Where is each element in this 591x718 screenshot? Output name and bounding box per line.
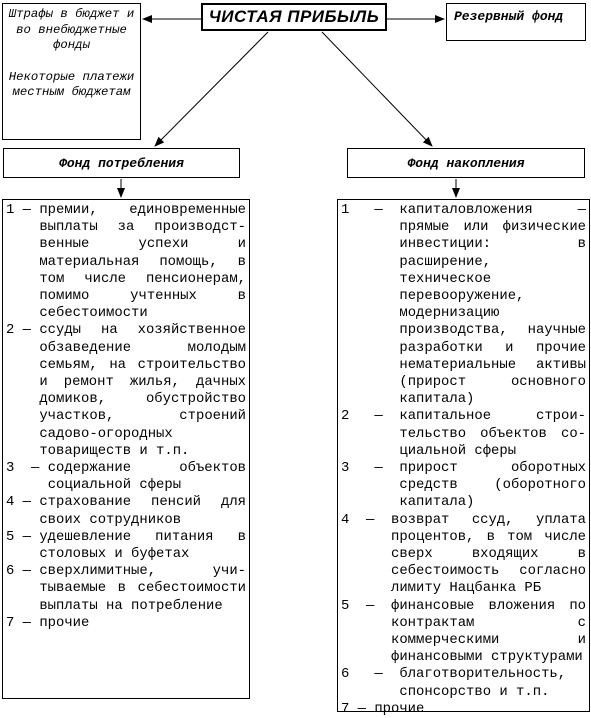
list-item: 3 — прирост оборотных средств (оборотног…	[341, 460, 586, 512]
list-item: 1 — капиталовложения — прямые или физиче…	[341, 202, 586, 408]
accumulation-fund-list: 1 — капиталовложения — прямые или физиче…	[337, 199, 590, 717]
accumulation-fund-label: Фонд накопления	[407, 155, 525, 171]
item-number: 2 —	[341, 408, 400, 425]
item-text: сверхлимитные, учи-тываемые в себестоимо…	[39, 563, 246, 614]
item-text: премии, единовременные выплаты за произв…	[39, 202, 246, 322]
list-item: 2 — ссуды на хозяйственное обзаведение м…	[6, 322, 246, 460]
net-profit-title: ЧИСТАЯ ПРИБЫЛЬ	[208, 7, 380, 26]
consumption-fund-list: 1 — премии, единовременные выплаты за пр…	[2, 199, 250, 699]
item-text: страхование пенсий для своих сотрудников	[39, 494, 246, 528]
list-item: 7 — прочие	[6, 615, 246, 632]
arrow-to-accumulation	[321, 31, 433, 147]
item-number: 5 —	[6, 528, 40, 545]
item-number: 3 —	[341, 460, 400, 477]
item-number: 1 —	[341, 202, 400, 218]
item-number: 4 —	[6, 494, 40, 511]
list-item: 4 — возврат ссуд, уплата процентов, в то…	[341, 512, 586, 598]
item-text: содержание объектов социальной сферы	[47, 460, 246, 494]
item-text: прирост оборотных средств (оборотного ка…	[399, 460, 586, 511]
item-text: капиталовложения — прямые или физические…	[399, 202, 586, 408]
list-item: 3 — содержание объектов социальной сферы	[6, 460, 246, 494]
fines-text: Штрафы в бюджет и во внебюджетные фонды	[8, 7, 135, 52]
item-text: возврат ссуд, уплата процентов, в том чи…	[391, 511, 586, 597]
list-item: 6 — благотворительность, спонсорство и т…	[341, 666, 586, 700]
fines-box: Штрафы в бюджет и во внебюджетные фонды …	[2, 3, 141, 140]
item-text: благотворительность, спонсорство и т.п.	[399, 666, 567, 700]
item-number: 6 —	[6, 563, 40, 580]
reserve-fund-box: Резервный фонд	[446, 3, 586, 41]
item-number: 7 —	[6, 614, 40, 631]
list-item: 4 — страхование пенсий для своих сотрудн…	[6, 494, 246, 528]
list-item: 6 — сверхлимитные, учи-тываемые в себест…	[6, 563, 246, 615]
list-item: 1 — премии, единовременные выплаты за пр…	[6, 202, 246, 322]
item-text: капитальное строи-тельство объектов со-ц…	[399, 408, 586, 459]
list-item: 5 — удешевление питания в столовых и буф…	[6, 529, 246, 563]
consumption-fund-header: Фонд потребления	[3, 148, 240, 178]
item-number: 4 —	[341, 511, 392, 528]
item-number: 6 —	[341, 666, 400, 683]
list-item: 5 — финансовые вложения по контрактам с …	[341, 598, 586, 667]
local-budget-payments-text: Некоторые платежи местным бюджетам	[8, 69, 135, 100]
list-item: 2 — капитальное строи-тельство объектов …	[341, 408, 586, 460]
reserve-fund-label: Резервный фонд	[454, 9, 564, 24]
item-number: 7 —	[341, 700, 375, 717]
net-profit-box: ЧИСТАЯ ПРИБЫЛЬ	[201, 3, 387, 31]
list-item: 7 — прочие	[341, 701, 586, 718]
item-number: 1 —	[6, 202, 40, 218]
item-text: ссуды на хозяйственное обзаведение молод…	[39, 322, 246, 459]
item-text: финансовые вложения по контрактам с комм…	[391, 597, 586, 666]
item-text: прочие	[374, 700, 425, 717]
item-number: 2 —	[6, 322, 40, 339]
item-text: удешевление питания в столовых и буфетах	[39, 528, 246, 563]
item-number: 3 —	[6, 460, 48, 477]
item-text: прочие	[39, 614, 90, 631]
item-number: 5 —	[341, 597, 392, 614]
accumulation-fund-header: Фонд накопления	[347, 148, 585, 178]
consumption-fund-label: Фонд потребления	[59, 155, 184, 171]
arrow-to-consumption	[154, 31, 269, 147]
